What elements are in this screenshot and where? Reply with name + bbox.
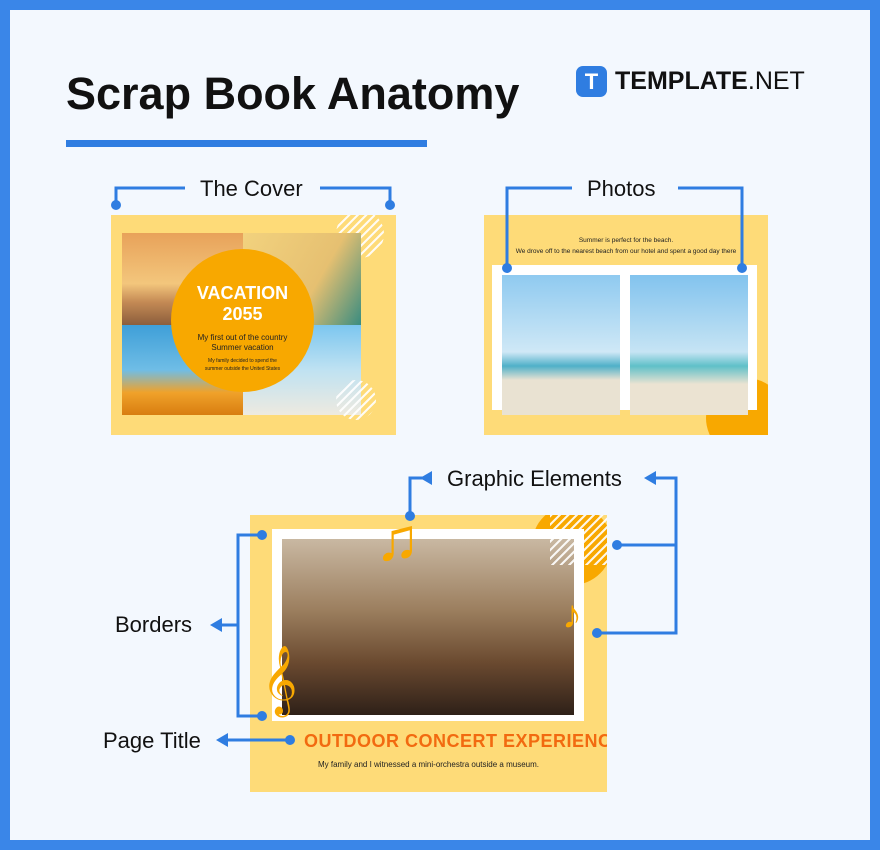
title-underline bbox=[66, 140, 427, 147]
beach-photo-right bbox=[630, 275, 748, 415]
photos-text-1: Summer is perfect for the beach. bbox=[578, 237, 674, 244]
label-cover: The Cover bbox=[200, 176, 303, 201]
cover-circle: VACATION 2055 My first out of the countr… bbox=[171, 249, 314, 392]
hatch-circle bbox=[336, 380, 376, 420]
concert-title: OUTDOOR CONCERT EXPERIENCE bbox=[304, 731, 607, 751]
label-page-title: Page Title bbox=[103, 728, 201, 753]
concert-caption: My family and I witnessed a mini-orchest… bbox=[318, 760, 539, 769]
label-photos: Photos bbox=[587, 176, 656, 201]
logo: T TEMPLATE.NET bbox=[576, 66, 805, 97]
photos-text-2: We drove off to the nearest beach from o… bbox=[515, 248, 737, 255]
beach-photo-left bbox=[502, 275, 620, 415]
label-graphic-elements: Graphic Elements bbox=[447, 466, 622, 491]
cover-body-2: summer outside the United States bbox=[204, 366, 281, 372]
label-borders: Borders bbox=[115, 612, 193, 637]
cover-panel: VACATION 2055 My first out of the countr… bbox=[111, 215, 396, 435]
concert-photo bbox=[282, 539, 574, 715]
hatch-corner bbox=[550, 515, 607, 565]
cover-body: My family decided to spend the bbox=[208, 358, 277, 364]
concert-panel: ♫ ♪ 𝄞 OUTDOOR CONCERT EXPERIENCE My fami… bbox=[250, 515, 607, 792]
music-note-icon: ♪ bbox=[562, 593, 582, 637]
treble-clef-icon: 𝄞 bbox=[262, 645, 298, 715]
page-title: Scrap Book Anatomy bbox=[66, 68, 520, 119]
logo-icon: T bbox=[576, 66, 607, 97]
cover-year: 2055 bbox=[222, 304, 263, 324]
photos-panel: Summer is perfect for the beach. We drov… bbox=[484, 215, 768, 435]
cover-subtitle-2: Summer vacation bbox=[211, 343, 274, 352]
cover-heading: VACATION bbox=[196, 283, 289, 303]
logo-bold: TEMPLATE bbox=[615, 67, 748, 95]
cover-subtitle: My first out of the country bbox=[197, 333, 288, 342]
logo-light: .NET bbox=[747, 67, 805, 95]
music-note-icon: ♫ bbox=[375, 515, 420, 573]
